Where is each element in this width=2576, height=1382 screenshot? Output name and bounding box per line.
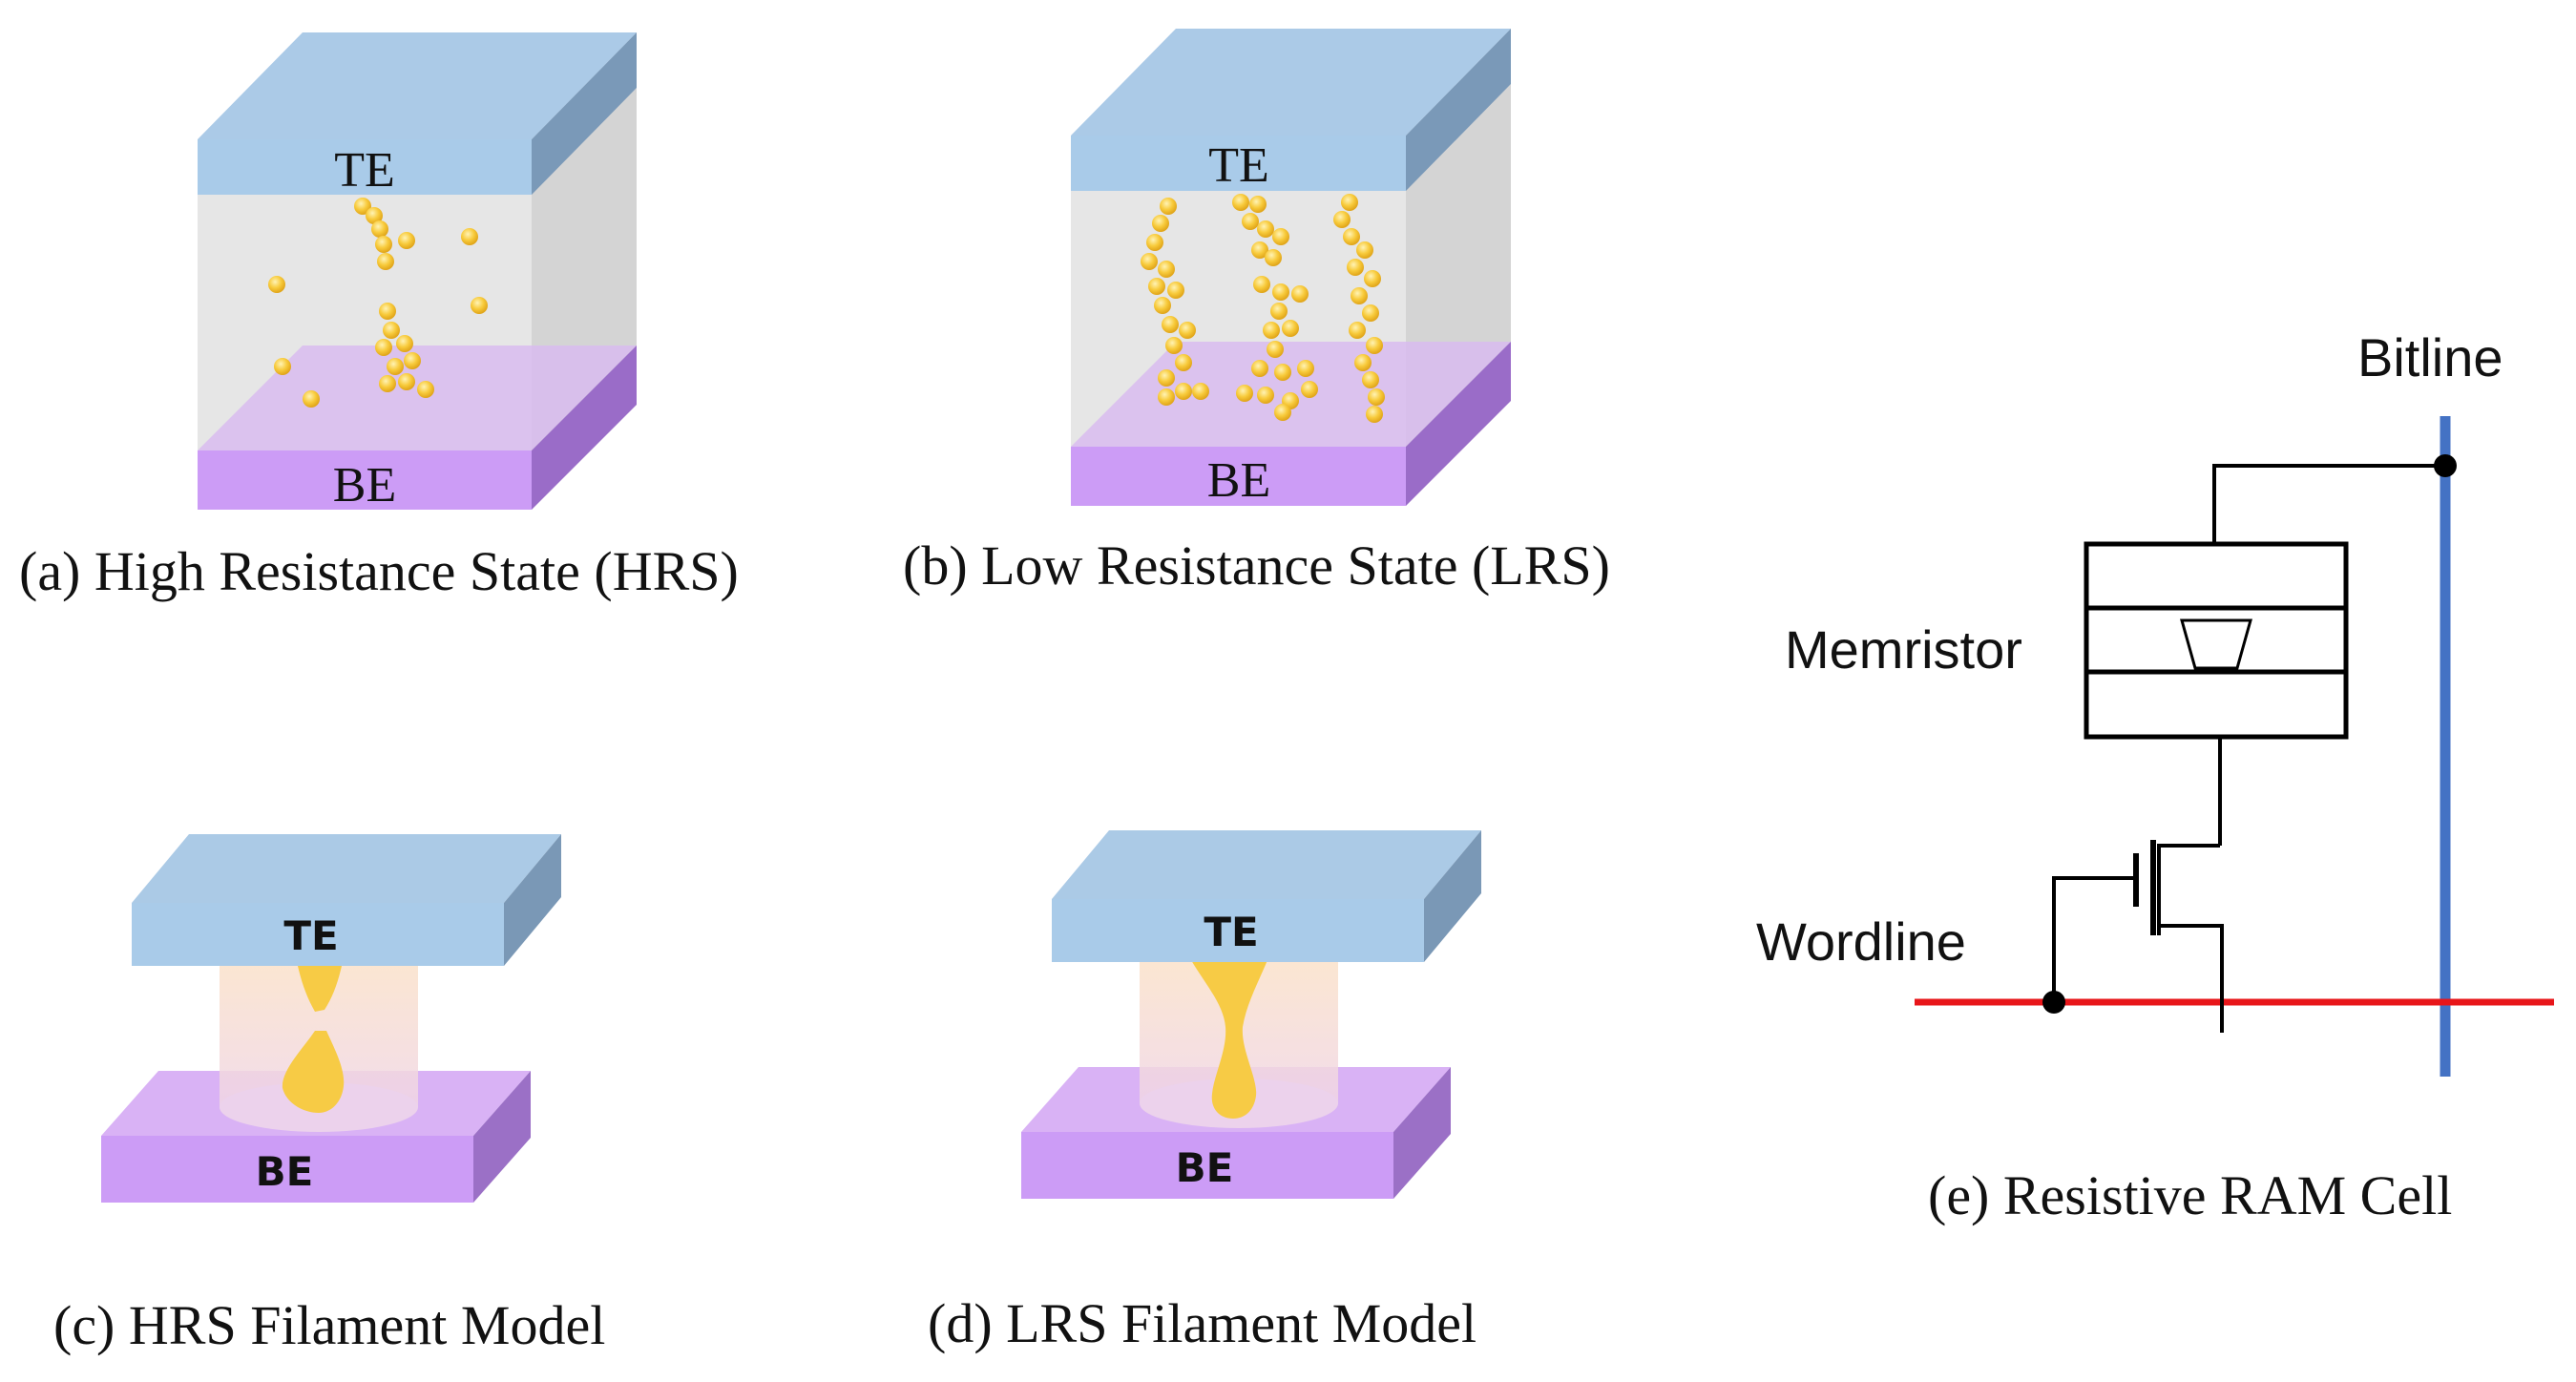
te-right-face [1406,29,1511,191]
be-right-face [1406,342,1511,506]
be-right-face [473,1071,531,1203]
te-front-face [1071,136,1406,191]
panel-e-rram-cell: Bitline Memristor Wordline (e) Resistive… [1756,327,2554,1226]
te-top-face [198,32,637,139]
filament [1191,960,1267,1119]
te-label: TE [334,143,395,198]
te-right-face [1424,830,1481,962]
te-label: TE [1204,909,1258,955]
filament [282,966,345,1113]
bitline-label: Bitline [2357,327,2503,387]
caption: (e) Resistive RAM Cell [1928,1164,2452,1226]
te-label: TE [1208,138,1269,193]
te-front-face [132,903,504,966]
caption: (d) LRS Filament Model [928,1292,1476,1354]
be-front-face [1071,447,1406,506]
memristor-label: Memristor [1785,619,2022,680]
be-label: BE [1176,1144,1234,1191]
be-front-face [101,1136,473,1203]
ion-particles [1141,194,1385,423]
panel-d-lrs-filament: TE BE (d) LRS Filament Model [928,830,1481,1354]
be-right-face [532,346,637,510]
caption: (a) High Resistance State (HRS) [19,540,739,602]
te-top-face [1052,830,1481,899]
te-front-face [198,139,532,195]
access-transistor [2133,840,2156,935]
be-front-face [198,450,532,510]
panel-b-lrs: TE BE (b) Low Resistance Sta [903,29,1610,597]
panel-c-hrs-filament: TE BE (c) HRS Filament Model [53,834,605,1356]
ion-particles [268,198,488,408]
circuit-wires [2052,464,2445,1033]
te-top-face [132,834,561,903]
te-right-face [504,834,561,966]
be-top-face [198,346,637,450]
te-top-face [1071,29,1511,136]
bitline-junction [2434,454,2457,477]
te-front-face [1052,899,1424,962]
be-label: BE [333,458,396,513]
te-right-face [532,32,637,195]
panel-a-hrs: TE BE (a) High Resistance State (HRS) [19,32,739,602]
be-label: BE [1207,453,1270,508]
caption: (c) HRS Filament Model [53,1294,605,1356]
be-right-face [1393,1067,1451,1199]
te-label: TE [283,912,338,959]
memristor-symbol [2084,541,2349,740]
caption: (b) Low Resistance State (LRS) [903,534,1610,597]
be-label: BE [256,1148,314,1195]
wordline-label: Wordline [1756,911,1966,972]
wordline-junction [2042,991,2065,1014]
be-front-face [1021,1132,1393,1199]
